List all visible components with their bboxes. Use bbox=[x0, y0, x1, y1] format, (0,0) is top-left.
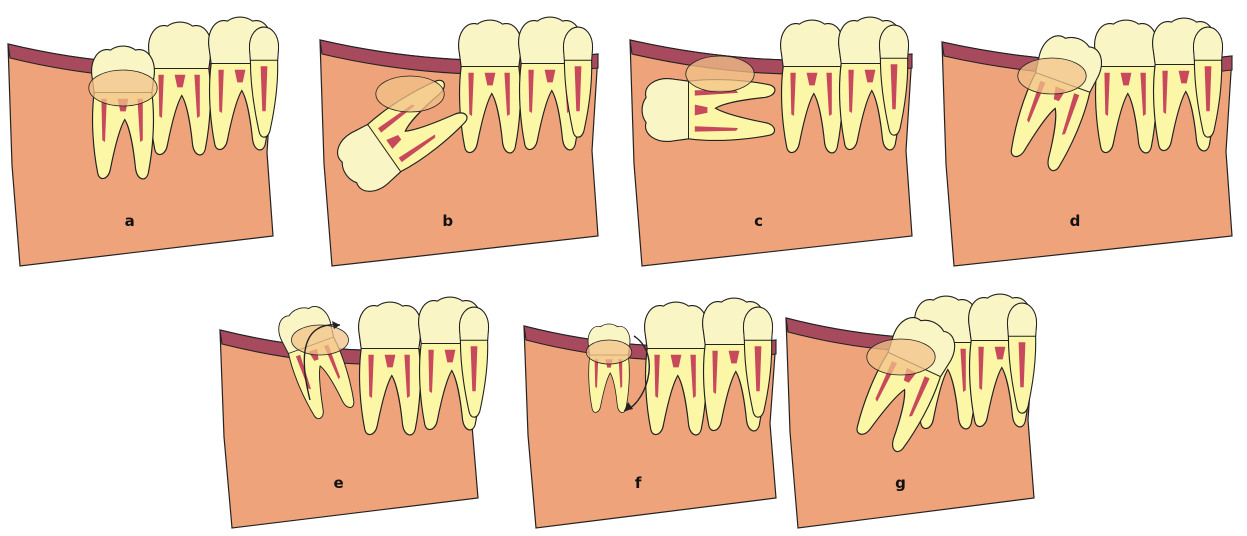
diagram-panel-b: b bbox=[320, 17, 598, 266]
panel-label: g bbox=[895, 474, 906, 492]
diagram-panel-c: c bbox=[630, 17, 912, 266]
panel-label: a bbox=[125, 212, 135, 230]
diagram-panel-f: f bbox=[524, 298, 776, 528]
panel-label: e bbox=[334, 474, 344, 492]
bone-overlay bbox=[586, 340, 632, 364]
panel-label: f bbox=[635, 474, 642, 492]
diagram-panel-e: e bbox=[220, 297, 489, 528]
bone-overlay bbox=[1018, 58, 1086, 94]
panel-label: b bbox=[442, 212, 453, 230]
bone-overlay bbox=[867, 339, 935, 375]
diagram-panel-g: g bbox=[786, 294, 1037, 528]
panel-label: d bbox=[1070, 212, 1081, 230]
bone-overlay bbox=[686, 56, 754, 92]
diagram-panel-a: a bbox=[8, 17, 279, 266]
bone-overlay bbox=[376, 76, 444, 112]
diagram-panel-d: d bbox=[942, 18, 1232, 266]
bone-overlay bbox=[292, 325, 349, 355]
panel-label: c bbox=[754, 212, 763, 230]
bone-overlay bbox=[89, 70, 157, 106]
